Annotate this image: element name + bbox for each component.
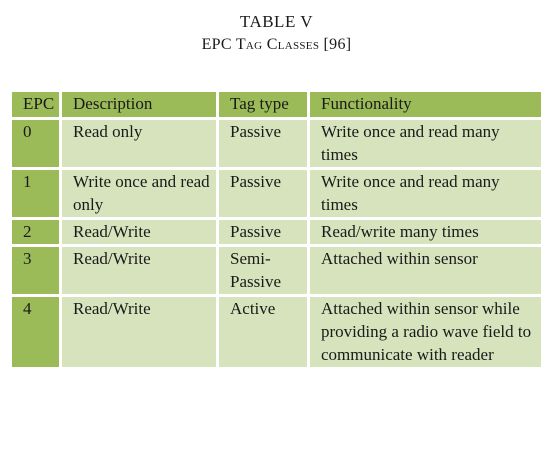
cell-epc: 1 [12, 170, 62, 220]
table-row: 4 Read/Write Active Attached within sens… [12, 297, 541, 367]
table-row: 1 Write once and read only Passive Write… [12, 170, 541, 220]
cell-epc: 2 [12, 220, 62, 247]
cell-tag-type: Passive [219, 120, 310, 170]
header-row: EPC Description Tag type Functionality [12, 92, 541, 120]
table-title: EPC Tag Classes [96] [201, 36, 352, 53]
table-row: 0 Read only Passive Write once and read … [12, 120, 541, 170]
header-epc: EPC [12, 92, 62, 120]
header-functionality: Functionality [310, 92, 541, 120]
cell-epc: 4 [12, 297, 62, 367]
cell-functionality: Write once and read many times [310, 170, 541, 220]
table-row: 2 Read/Write Passive Read/write many tim… [12, 220, 541, 247]
cell-tag-type: Semi-Passive [219, 247, 310, 297]
cell-tag-type: Active [219, 297, 310, 367]
cell-tag-type: Passive [219, 220, 310, 247]
epc-tag-classes-table: EPC Description Tag type Functionality 0… [12, 92, 541, 367]
cell-functionality: Attached within sensor while providing a… [310, 297, 541, 367]
table-label: TABLE V [239, 12, 314, 31]
cell-functionality: Write once and read many times [310, 120, 541, 170]
cell-functionality: Read/write many times [310, 220, 541, 247]
table-row: 3 Read/Write Semi-Passive Attached withi… [12, 247, 541, 297]
cell-description: Read/Write [62, 297, 219, 367]
header-description: Description [62, 92, 219, 120]
cell-functionality: Attached within sensor [310, 247, 541, 297]
cell-epc: 0 [12, 120, 62, 170]
cell-description: Read/Write [62, 247, 219, 297]
cell-tag-type: Passive [219, 170, 310, 220]
cell-description: Write once and read only [62, 170, 219, 220]
header-tag-type: Tag type [219, 92, 310, 120]
cell-epc: 3 [12, 247, 62, 297]
cell-description: Read only [62, 120, 219, 170]
cell-description: Read/Write [62, 220, 219, 247]
